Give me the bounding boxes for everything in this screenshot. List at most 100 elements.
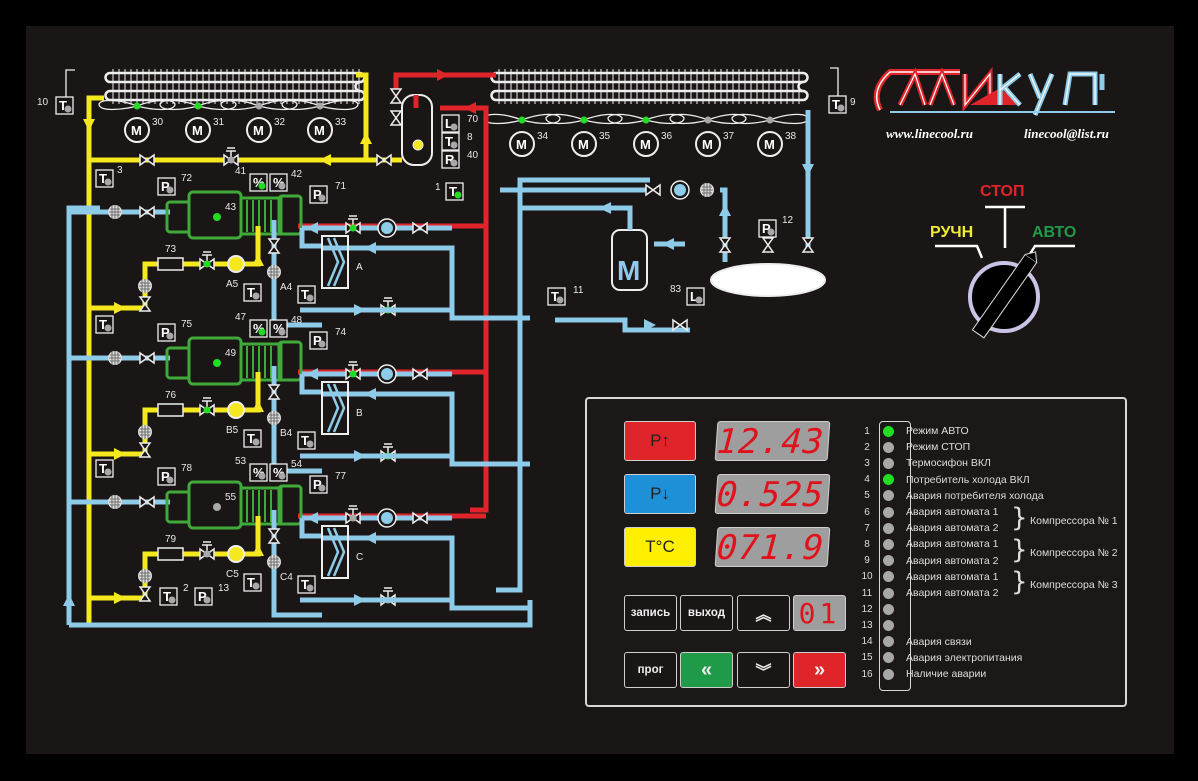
led-label: Авария автомата 2 (906, 522, 999, 535)
compressor-icon[interactable] (165, 190, 303, 240)
valve-icon[interactable] (412, 511, 428, 525)
level-sensor-83[interactable]: L (686, 287, 705, 306)
sensor-state-led (306, 584, 314, 592)
solenoid-valve-icon[interactable] (199, 397, 215, 417)
sensor-state-led (252, 292, 260, 300)
temp-sensor[interactable]: T (243, 573, 262, 592)
temp-sensor[interactable]: T (297, 431, 316, 450)
capacity-sensor[interactable]: % (249, 173, 268, 192)
capacity-sensor[interactable]: % (249, 463, 268, 482)
capacity-sensor[interactable]: % (269, 319, 288, 338)
suction-pressure-sensor[interactable]: P (157, 177, 176, 196)
solenoid-valve-icon[interactable] (199, 251, 215, 271)
high-pressure-button[interactable]: P↑ (624, 421, 696, 461)
temp-sensor-9[interactable]: T (828, 95, 847, 114)
valve-icon[interactable] (376, 153, 392, 167)
valve-icon[interactable] (139, 205, 155, 219)
temp-sensor[interactable]: T (243, 429, 262, 448)
temp-sensor-10[interactable]: T (55, 96, 74, 115)
temp-sensor[interactable]: T (95, 315, 114, 334)
down-button[interactable]: ︾ (737, 652, 790, 688)
capacity-sensor[interactable]: % (249, 319, 268, 338)
temp-sensor-2[interactable]: T (159, 587, 178, 606)
up-button[interactable]: ︽ (737, 595, 790, 631)
sensor-state-led (278, 328, 286, 336)
receiver-temp-sensor[interactable]: T (441, 132, 460, 151)
selector-knob-handle[interactable] (971, 248, 1041, 339)
sensor-number-label: 13 (218, 583, 230, 594)
valve-icon[interactable] (139, 495, 155, 509)
receiver-pressure-sensor[interactable]: R (441, 150, 460, 169)
valve-icon[interactable] (139, 153, 155, 167)
fan-motor-icon[interactable]: M (607, 113, 685, 157)
mode-selector-switch[interactable] (900, 170, 1120, 350)
led-number: 7 (864, 522, 870, 534)
valve-icon[interactable] (267, 384, 281, 400)
compressor-icon[interactable] (165, 336, 303, 386)
valve-icon[interactable] (801, 237, 815, 253)
valve-icon[interactable] (718, 237, 732, 253)
right-button[interactable]: » (793, 652, 846, 688)
discharge-pressure-sensor[interactable]: P (309, 331, 328, 350)
fan-motor-icon[interactable]: M (281, 99, 359, 143)
website-link[interactable]: www.linecool.ru (886, 126, 973, 141)
fan-motor-icon[interactable]: M (731, 113, 809, 157)
temp-sensor[interactable]: T (95, 459, 114, 478)
solenoid-valve-icon[interactable] (345, 215, 361, 235)
solenoid-valve-icon[interactable] (199, 541, 215, 561)
valve-icon[interactable] (138, 586, 152, 602)
valve-icon[interactable] (267, 528, 281, 544)
flow-arrow-icon (252, 544, 264, 556)
status-led-icon (883, 457, 894, 469)
fan-motor-icon[interactable]: M (220, 99, 298, 143)
temp-sensor[interactable]: T (297, 285, 316, 304)
discharge-pressure-sensor[interactable]: P (309, 475, 328, 494)
valve-icon[interactable] (267, 238, 281, 254)
discharge-pressure-sensor[interactable]: P (309, 185, 328, 204)
valve-icon[interactable] (412, 367, 428, 381)
pressure-sensor-12[interactable]: P (758, 219, 777, 238)
record-button[interactable]: запись (624, 595, 677, 631)
valve-icon[interactable] (412, 221, 428, 235)
exit-button[interactable]: выход (680, 595, 733, 631)
compressor-icon[interactable] (165, 480, 303, 530)
program-button[interactable]: прог (624, 652, 677, 688)
temp-sensor-1[interactable]: T (445, 182, 464, 201)
temperature-button[interactable]: T°C (624, 527, 696, 567)
suction-pressure-sensor[interactable]: P (157, 467, 176, 486)
solenoid-valve-icon[interactable] (223, 147, 239, 167)
valve-icon[interactable] (389, 110, 403, 126)
sensor-letter: R (445, 152, 455, 167)
left-button[interactable]: « (680, 652, 733, 688)
chilled-line (299, 374, 322, 395)
email-link[interactable]: linecool@list.ru (1024, 126, 1109, 141)
valve-icon[interactable] (761, 237, 775, 253)
solenoid-valve-icon[interactable] (345, 361, 361, 381)
valve-icon[interactable] (139, 351, 155, 365)
fan-motor-icon[interactable]: M (545, 113, 623, 157)
temp-sensor[interactable]: T (297, 575, 316, 594)
temp-sensor[interactable]: T (95, 169, 114, 188)
solenoid-valve-icon[interactable] (345, 505, 361, 525)
sensor-letter: T (99, 461, 107, 476)
temp-sensor-11[interactable]: T (547, 287, 566, 306)
receiver-level-sensor[interactable]: L (441, 114, 460, 133)
pressure-sensor-13[interactable]: P (194, 587, 213, 606)
temp-sensor[interactable]: T (243, 283, 262, 302)
valve-icon[interactable] (672, 318, 688, 332)
fan-motor-icon[interactable]: M (159, 99, 237, 143)
led-label: Авария автомата 1 (906, 506, 999, 518)
valve-icon[interactable] (645, 183, 661, 197)
fan-motor-icon[interactable]: M (483, 113, 561, 157)
low-pressure-button[interactable]: P↓ (624, 474, 696, 514)
valve-icon[interactable] (389, 88, 403, 104)
fan-motor-icon[interactable]: M (669, 113, 747, 157)
valve-icon[interactable] (138, 296, 152, 312)
capacity-sensor[interactable]: % (269, 463, 288, 482)
capacity-sensor[interactable]: % (269, 173, 288, 192)
motor-letter: M (640, 137, 651, 152)
fan-motor-icon[interactable]: M (98, 99, 176, 143)
suction-pressure-sensor[interactable]: P (157, 323, 176, 342)
pump-icon (377, 218, 397, 238)
valve-icon[interactable] (138, 442, 152, 458)
